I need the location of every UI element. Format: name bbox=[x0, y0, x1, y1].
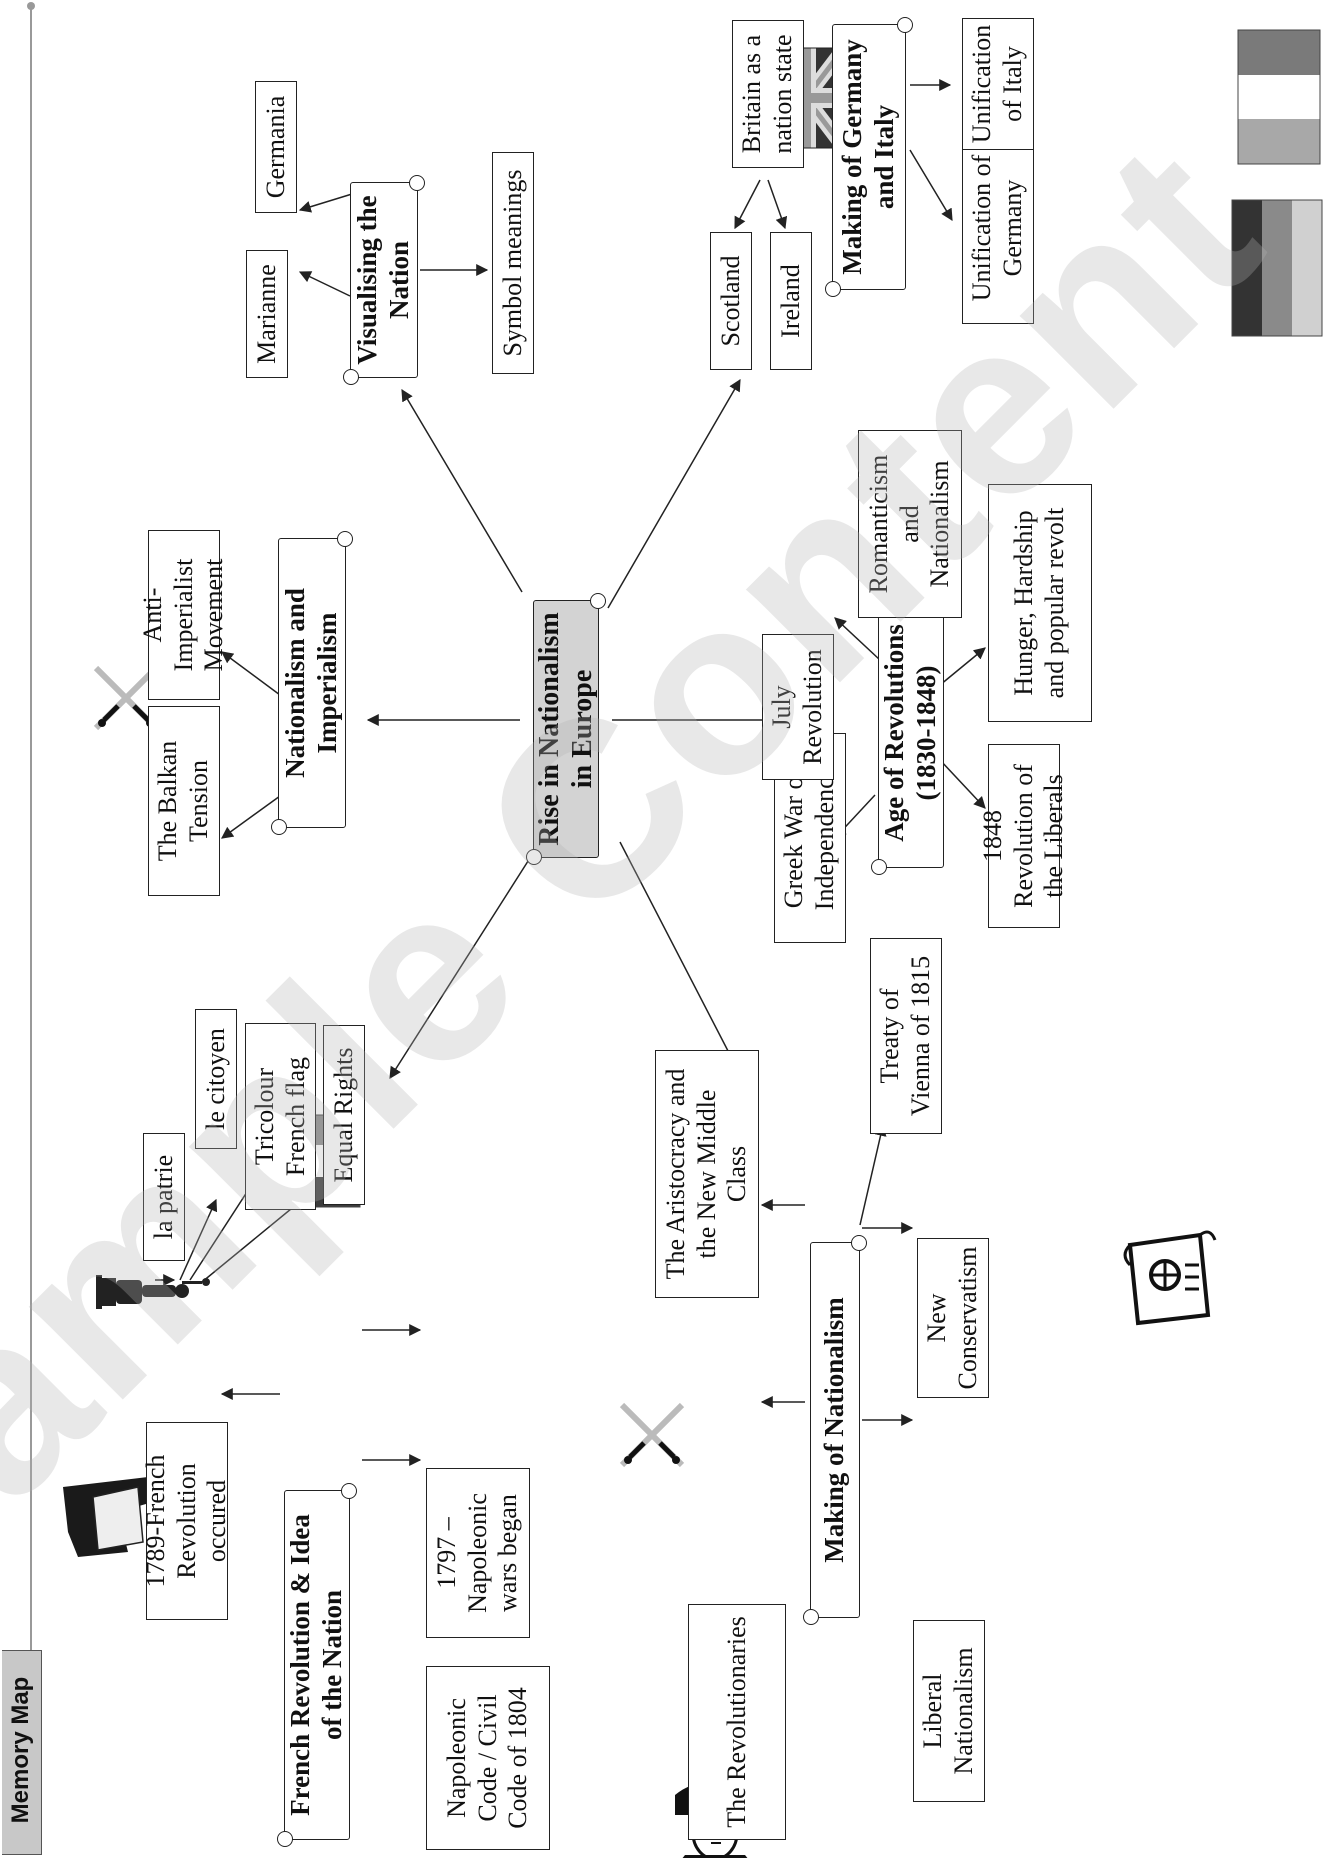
crossed-swords-icon bbox=[93, 665, 159, 731]
connector-arrow bbox=[734, 179, 761, 230]
ni-balkan-box: The Balkan Tension bbox=[148, 706, 220, 896]
german-flag-icon bbox=[1231, 199, 1323, 337]
mn-treaty-box: Treaty of Vienna of 1815 bbox=[870, 938, 942, 1134]
making-of-nationalism-scroll: Making of Nationalism bbox=[810, 1242, 860, 1618]
french-revolution-scroll: French Revolution & Idea of the Nation bbox=[284, 1490, 350, 1840]
connector-arrow bbox=[221, 795, 281, 839]
center-topic: Rise in Nationalism in Europe bbox=[533, 600, 599, 858]
connector-arrow bbox=[939, 647, 986, 686]
ar-romanticism-box: Romanticism and Nationalism bbox=[858, 430, 962, 618]
mn-revolutionaries-box: The Revolutionaries bbox=[688, 1604, 786, 1840]
britain-nation-state-box: Britain as a nation state bbox=[732, 20, 804, 168]
memory-map-tab bbox=[2, 1650, 42, 1855]
connector-arrow bbox=[834, 617, 881, 661]
crossed-swords-icon-2 bbox=[619, 1402, 685, 1468]
italian-flag-icon bbox=[1237, 29, 1321, 165]
connector-arrow bbox=[298, 271, 351, 297]
vn-germania-box: Germania bbox=[255, 81, 297, 213]
connector-arrow bbox=[607, 378, 741, 609]
br-scotland-box: Scotland bbox=[710, 232, 752, 370]
connector-arrow bbox=[389, 857, 531, 1080]
ni-anti-imperialist-box: Anti-Imperialist Movement bbox=[138, 530, 228, 700]
fr-1797-box: 1797 – Napoleonic wars began bbox=[426, 1468, 530, 1638]
vn-marianne-box: Marianne bbox=[246, 250, 288, 378]
fr-la-patrie-box: la patrie bbox=[143, 1133, 185, 1261]
mn-liberal-box: Liberal Nationalism bbox=[913, 1620, 985, 1802]
br-ireland-box: Ireland bbox=[770, 232, 812, 370]
fr-tricolour-box: Tricolour French flag bbox=[245, 1023, 316, 1210]
fr-le-citoyen-box: le citoyen bbox=[195, 1009, 237, 1149]
connector-arrow bbox=[221, 651, 281, 696]
connector-arrow bbox=[298, 193, 353, 213]
ar-july-revolution-box: July Revolution bbox=[762, 634, 834, 780]
nationalism-imperialism-scroll: Nationalism and Imperialism bbox=[278, 538, 346, 828]
connector-arrow bbox=[859, 1123, 887, 1226]
fr-equal-rights-box: Equal Rights bbox=[323, 1025, 365, 1205]
connector-arrow bbox=[767, 179, 788, 230]
germany-italy-scroll: Making of Germany and Italy bbox=[832, 24, 906, 290]
liberty-statue-icon bbox=[96, 1275, 210, 1309]
mn-conservatism-box: New Conservatism bbox=[917, 1238, 989, 1398]
connector-arrow bbox=[909, 149, 953, 222]
fr-1789-box: 1789-French Revolution occured bbox=[141, 1422, 231, 1620]
gi-germany-box: Unification of Germany bbox=[962, 132, 1034, 324]
gi-italy-box: Unification of Italy bbox=[962, 18, 1034, 150]
connector-arrow bbox=[939, 759, 986, 809]
visualising-nation-scroll: Visualising the Nation bbox=[350, 182, 418, 378]
mn-aristocracy-box: The Aristocracy and the New Middle Class bbox=[655, 1050, 759, 1298]
page-rule-dot bbox=[27, 2, 35, 10]
page-title: Memory Map bbox=[7, 1676, 34, 1824]
connector-arrow bbox=[619, 841, 743, 1080]
fr-napoleonic-code-box: Napoleonic Code / Civil Code of 1804 bbox=[426, 1666, 550, 1850]
connector-arrow bbox=[179, 1198, 218, 1281]
connector-arrow bbox=[401, 388, 523, 593]
ar-hunger-box: Hunger, Hardship and popular revolt bbox=[988, 484, 1092, 722]
treaty-scroll-icon bbox=[1123, 1230, 1217, 1326]
ar-1848-box: 1848 Revolution of the Liberals bbox=[978, 744, 1068, 928]
vn-symbol-meanings-box: Symbol meanings bbox=[492, 152, 534, 374]
age-of-revolutions-scroll: Age of Revolutions (1830-1848) bbox=[878, 598, 944, 868]
